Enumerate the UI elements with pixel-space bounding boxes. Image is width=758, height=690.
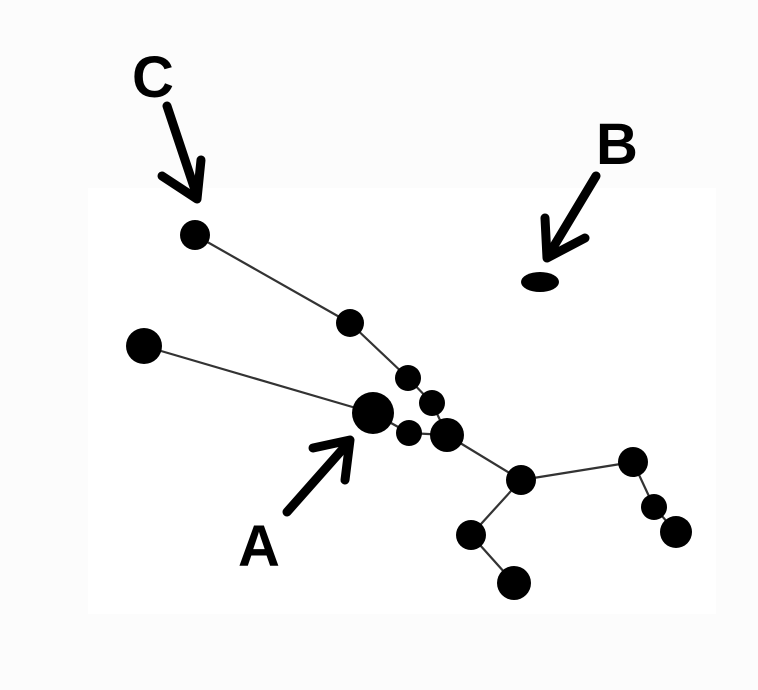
arrow-c — [157, 101, 206, 204]
node-a — [352, 392, 394, 434]
diagram-panel — [88, 188, 716, 614]
node-small — [396, 420, 422, 446]
node-left-large — [126, 328, 162, 364]
node-right-lower — [641, 494, 667, 520]
node-mid — [336, 309, 364, 337]
connection-lines — [143, 234, 677, 584]
node-c — [180, 220, 210, 250]
edge-c-to-mid — [194, 234, 351, 324]
label-c: C — [132, 45, 174, 110]
label-b: B — [596, 112, 638, 177]
arrow-b — [540, 171, 601, 263]
node-hub — [430, 418, 464, 452]
arrows — [157, 101, 601, 517]
node-junction — [506, 465, 536, 495]
node-lower-left — [456, 520, 486, 550]
node-chain-2 — [419, 390, 445, 416]
node-b-ellipse — [521, 272, 559, 292]
edge-junction-to-right — [520, 460, 634, 482]
node-right — [618, 447, 648, 477]
node-right-end — [660, 516, 692, 548]
label-a: A — [238, 514, 280, 579]
node-bottom — [497, 566, 531, 600]
node-chain-1 — [395, 365, 421, 391]
edge-left-to-a — [143, 344, 374, 415]
arrow-a — [282, 435, 355, 517]
nodes — [126, 220, 692, 600]
